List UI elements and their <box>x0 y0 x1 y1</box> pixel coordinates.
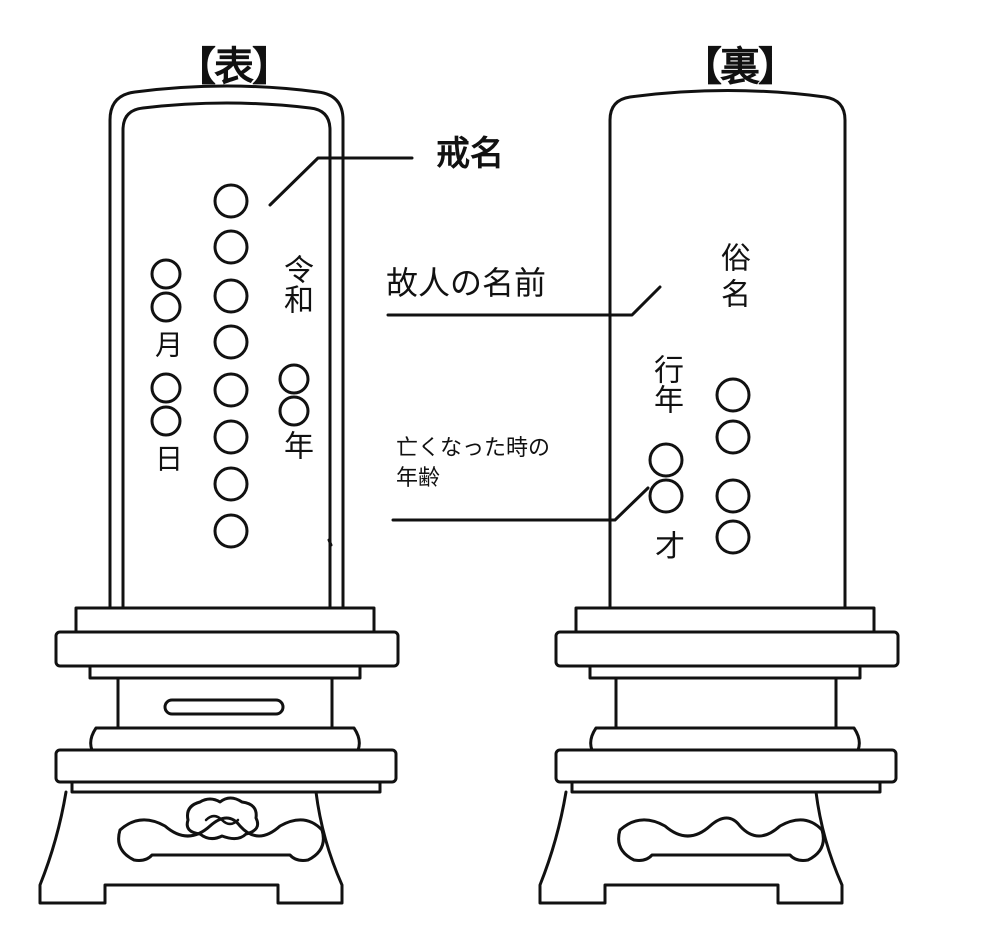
label-age-at-death-line1: 亡くなった時の <box>396 436 551 461</box>
back-pedestal <box>538 606 900 905</box>
front-cloud-ornament <box>185 796 260 841</box>
label-age-at-death-line2: 年齢 <box>396 466 441 491</box>
label-kaimyo: 戒名 <box>436 134 504 174</box>
front-year-circles <box>278 363 310 427</box>
front-year-suffix: 年 <box>278 430 313 460</box>
leader-line-deceased-name <box>386 285 662 317</box>
front-era-text: 令和 <box>278 254 313 314</box>
back-leg-scroll <box>617 816 825 862</box>
front-pedestal <box>38 606 400 905</box>
back-tablet <box>608 89 847 610</box>
back-heading: 【裏】 <box>682 44 798 90</box>
front-kaimyo-circles <box>213 183 249 549</box>
back-tablet-outline <box>608 89 847 610</box>
front-leg-scroll <box>117 816 325 862</box>
front-date-circles <box>150 258 182 437</box>
front-pedestal-slot <box>163 698 285 716</box>
back-age-suffix: 才 <box>649 530 684 560</box>
back-age-circles <box>648 442 684 514</box>
front-tablet-inner <box>121 101 332 610</box>
front-tablet-outer <box>108 84 345 610</box>
leader-line-kaimyo <box>268 156 414 207</box>
back-leg-base <box>538 790 844 905</box>
back-name-circles <box>715 377 751 555</box>
back-gyonen-text: 行年 <box>648 354 683 414</box>
back-zokumyo-text: 俗名 <box>715 242 750 314</box>
label-deceased-name: 故人の名前 <box>386 264 547 302</box>
front-tablet <box>108 84 345 610</box>
front-month-text: 月 <box>151 330 184 358</box>
front-heading: 【表】 <box>176 44 292 90</box>
front-day-text: 日 <box>151 444 184 472</box>
leader-line-age <box>391 486 650 522</box>
front-tablet-mark <box>327 538 333 547</box>
